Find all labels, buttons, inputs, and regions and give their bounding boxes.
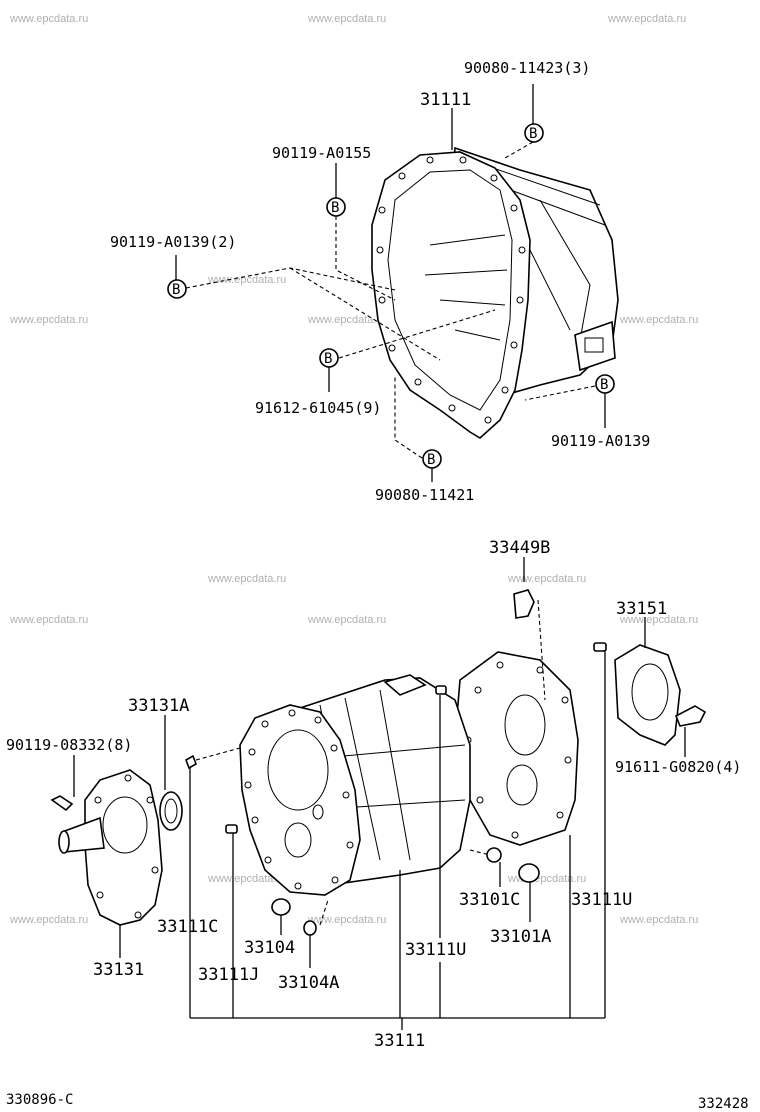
watermark: www.epcdata.ru [9,314,88,326]
part-label: 33111C [157,917,218,937]
watermark: www.epcdata.ru [9,914,88,926]
part-label: 90119-A0139 [551,432,650,450]
watermark: www.epcdata.ru [307,614,386,626]
footer-right-code: 332428 [698,1096,749,1112]
svg-text:B: B [600,377,608,393]
watermark: www.epcdata.ru [9,13,88,25]
watermark: www.epcdata.ru [307,314,386,326]
callout-b-marker: B [422,449,442,469]
watermark: www.epcdata.ru [607,13,686,25]
part-label: 33111U [405,940,466,960]
callout-b-marker: B [524,123,544,143]
bell-housing-drawing [371,146,619,439]
watermark: www.epcdata.ru [307,914,386,926]
part-label: 90080-11421 [375,486,474,504]
part-label: 33449B [489,538,550,558]
footer-left-code: 330896-C [6,1092,73,1108]
part-label: 33131 [93,960,144,980]
svg-text:B: B [427,452,435,468]
part-label: 31111 [420,90,471,110]
part-label: 33104A [278,973,339,993]
part-label: 33111U [571,890,632,910]
part-label: 33104 [244,938,295,958]
svg-text:B: B [172,282,180,298]
watermark: www.epcdata.ru [207,873,286,885]
callout-b-marker: B [319,348,339,368]
svg-text:B: B [324,351,332,367]
part-label: 90080-11423(3) [464,59,590,77]
callout-b-marker: B [326,197,346,217]
part-label: 90119-08332(8) [6,736,132,754]
part-label: 90119-A0155 [272,144,371,162]
part-label: 33131A [128,696,189,716]
watermark: www.epcdata.ru [9,614,88,626]
part-label: 33151 [616,599,667,619]
part-label: 90119-A0139(2) [110,233,236,251]
callout-b-marker: B [595,374,615,394]
top-leaders [175,84,606,482]
part-labels: 90080-11423(3) 31111 90119-A0155 90119-A… [6,59,741,1051]
part-label: 33111 [374,1031,425,1051]
part-label: 91611-G0820(4) [615,758,741,776]
part-label: 33101C [459,890,520,910]
b-callouts-top: B B B B B B [167,123,615,469]
part-label: 33101A [490,927,551,947]
watermark: www.epcdata.ru [507,573,586,585]
bottom-leaders [73,557,686,1030]
callout-b-marker: B [167,279,187,299]
watermark: www.epcdata.ru [619,614,698,626]
part-label: 33111J [198,965,259,985]
watermark: www.epcdata.ru [207,274,286,286]
watermark: www.epcdata.ru [207,573,286,585]
svg-text:B: B [529,126,537,142]
svg-text:B: B [331,200,339,216]
watermark: www.epcdata.ru [307,13,386,25]
watermark: www.epcdata.ru [619,314,698,326]
part-label: 91612-61045(9) [255,399,381,417]
case-drawing [50,589,707,936]
watermark: www.epcdata.ru [619,914,698,926]
